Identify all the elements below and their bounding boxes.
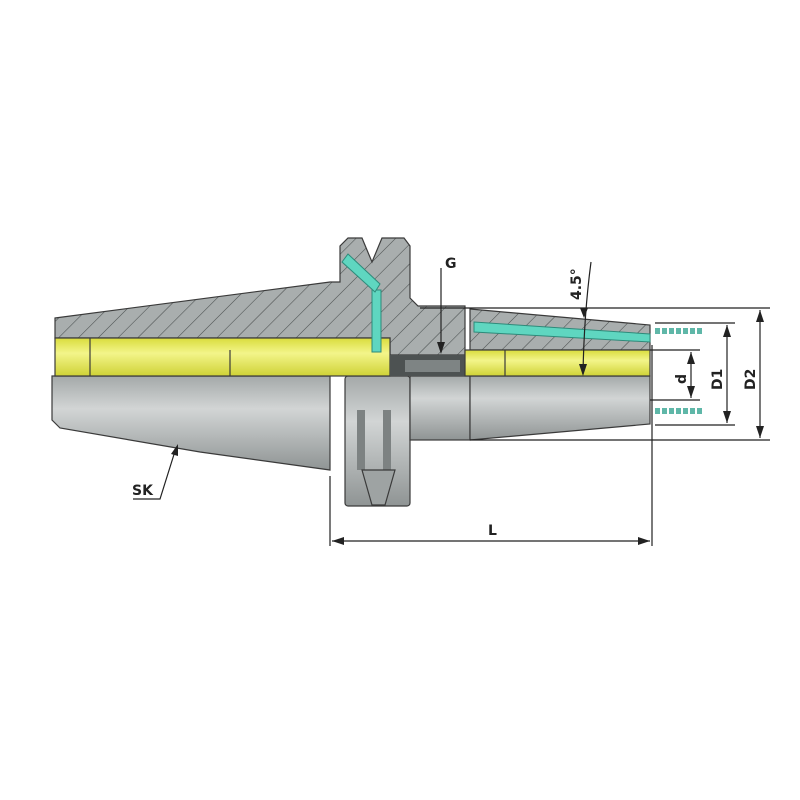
label-sk: SK: [132, 483, 154, 499]
label-d2: D2: [743, 369, 759, 390]
taper-shank: [51, 375, 331, 471]
flange-v-groove: [361, 469, 396, 506]
coolant-channel-nose: [473, 321, 651, 343]
clamping-sleeve-right: [464, 349, 651, 377]
label-l: L: [488, 523, 497, 539]
coolant-channels: [341, 253, 702, 414]
sk-leader: [133, 447, 177, 500]
nose: [469, 375, 651, 441]
coolant-channel-diagonal: [341, 253, 381, 293]
dimensions: [133, 261, 770, 546]
angle-leader: [582, 261, 592, 375]
flange-slot-1: [357, 410, 365, 470]
clamping-sleeve-left: [54, 337, 391, 377]
label-d: d: [674, 374, 690, 384]
flange-slot-2: [383, 410, 391, 470]
label-angle: 4.5°: [569, 268, 585, 300]
label-d1: D1: [710, 369, 726, 390]
coolant-channel-vertical: [371, 289, 382, 353]
neck: [409, 375, 471, 441]
label-g: G: [445, 256, 457, 272]
